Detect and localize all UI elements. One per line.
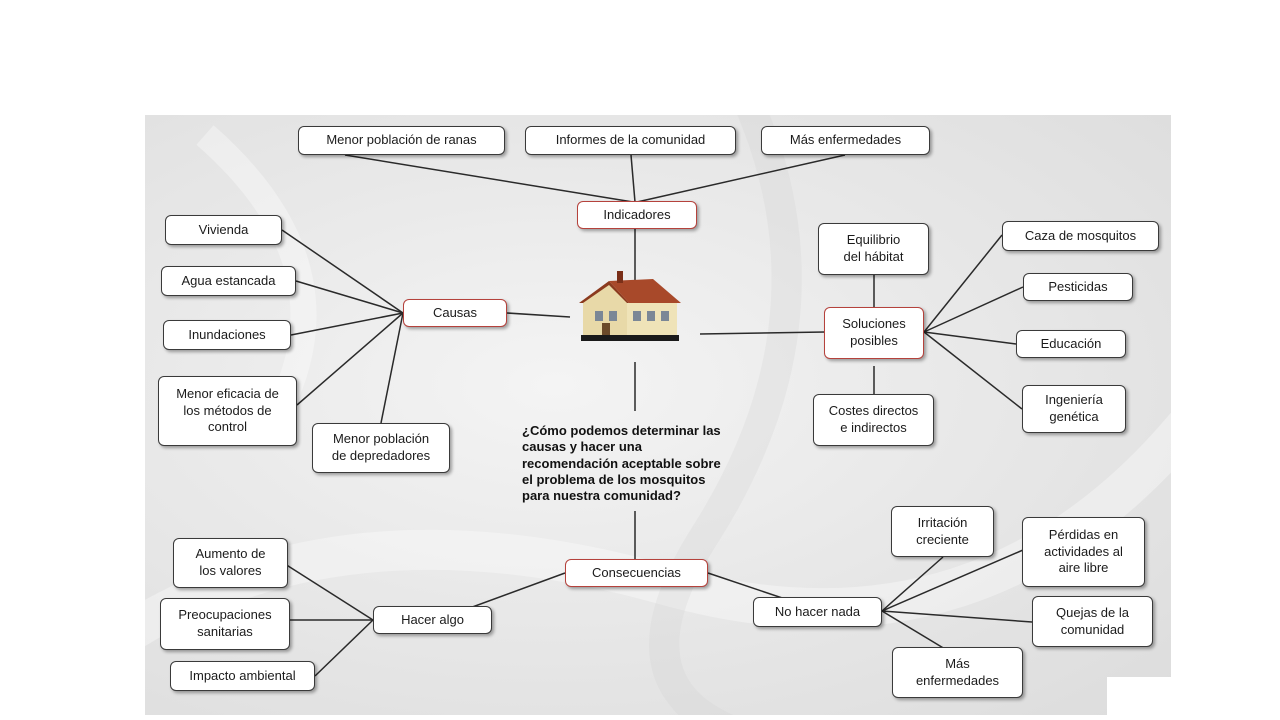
causa-node[interactable]: Menor eficacia de los métodos de control — [158, 376, 297, 446]
hacer-algo-node[interactable]: Aumento de los valores — [173, 538, 288, 588]
node-label: Caza de mosquitos — [1024, 227, 1137, 243]
no-hacer-nada-node[interactable]: Más enfermedades — [892, 647, 1023, 698]
hub-hacer-algo[interactable]: Hacer algo — [373, 606, 492, 634]
indicador-node[interactable]: Menor población de ranas — [298, 126, 505, 155]
node-label: Educación — [1040, 335, 1102, 351]
node-label: Pesticidas — [1048, 278, 1108, 294]
node-label: Inundaciones — [188, 326, 266, 342]
causa-node[interactable]: Vivienda — [165, 215, 282, 245]
no-hacer-nada-node[interactable]: Irritación creciente — [891, 506, 994, 557]
causa-node[interactable]: Inundaciones — [163, 320, 291, 350]
connector-lines — [281, 154, 1033, 677]
causa-node[interactable]: Menor población de depredadores — [312, 423, 450, 473]
causa-node[interactable]: Agua estancada — [161, 266, 296, 296]
indicador-node[interactable]: Más enfermedades — [761, 126, 930, 155]
hub-hacer-algo-label: Hacer algo — [401, 611, 464, 627]
node-label: Impacto ambiental — [189, 667, 296, 683]
node-label: Agua estancada — [181, 272, 276, 288]
hub-consecuencias[interactable]: Consecuencias — [565, 559, 708, 587]
hub-no-hacer-nada-label: No hacer nada — [774, 603, 861, 619]
node-label: Menor eficacia de los métodos de control — [176, 385, 279, 435]
solucion-node[interactable]: Costes directos e indirectos — [813, 394, 934, 446]
hub-no-hacer-nada[interactable]: No hacer nada — [753, 597, 882, 627]
solucion-node[interactable]: Educación — [1016, 330, 1126, 358]
node-label: Menor población de ranas — [326, 132, 477, 148]
node-label: Menor población de depredadores — [331, 431, 431, 463]
indicador-node[interactable]: Informes de la comunidad — [525, 126, 736, 155]
solucion-node[interactable]: Ingeniería genética — [1022, 385, 1126, 433]
node-label: Preocupaciones sanitarias — [178, 607, 272, 639]
node-label: Costes directos e indirectos — [828, 403, 919, 435]
solucion-node[interactable]: Pesticidas — [1023, 273, 1133, 301]
mind-map-slide: ¿Cómo podemos determinar las causas y ha… — [145, 115, 1171, 715]
node-label: Más enfermedades — [789, 132, 902, 148]
hub-causas[interactable]: Causas — [403, 299, 507, 327]
node-label: Equilibrio del hábitat — [843, 232, 904, 264]
solucion-node[interactable]: Equilibrio del hábitat — [818, 223, 929, 275]
node-label: Ingeniería genética — [1045, 392, 1103, 424]
hub-causas-label: Causas — [432, 304, 478, 320]
solucion-node[interactable]: Caza de mosquitos — [1002, 221, 1159, 251]
hub-soluciones-label: Soluciones posibles — [842, 316, 906, 348]
hacer-algo-node[interactable]: Impacto ambiental — [170, 661, 315, 691]
node-label: Más enfermedades — [915, 655, 1000, 688]
node-label: Pérdidas en actividades al aire libre — [1044, 526, 1123, 576]
house-icon — [579, 271, 681, 341]
node-label: Aumento de los valores — [195, 546, 266, 578]
central-question: ¿Cómo podemos determinar las causas y ha… — [522, 423, 721, 503]
hub-indicadores[interactable]: Indicadores — [577, 201, 697, 229]
no-hacer-nada-node[interactable]: Quejas de la comunidad — [1032, 596, 1153, 647]
hub-soluciones[interactable]: Soluciones posibles — [824, 307, 924, 359]
hub-indicadores-label: Indicadores — [603, 206, 671, 222]
hacer-algo-node[interactable]: Preocupaciones sanitarias — [160, 598, 290, 650]
corner-patch — [1107, 677, 1171, 715]
node-label: Quejas de la comunidad — [1056, 604, 1129, 637]
node-label: Vivienda — [198, 221, 249, 237]
node-label: Informes de la comunidad — [555, 132, 706, 148]
hub-consecuencias-label: Consecuencias — [592, 564, 681, 580]
node-label: Irritación creciente — [916, 514, 969, 547]
no-hacer-nada-node[interactable]: Pérdidas en actividades al aire libre — [1022, 517, 1145, 587]
